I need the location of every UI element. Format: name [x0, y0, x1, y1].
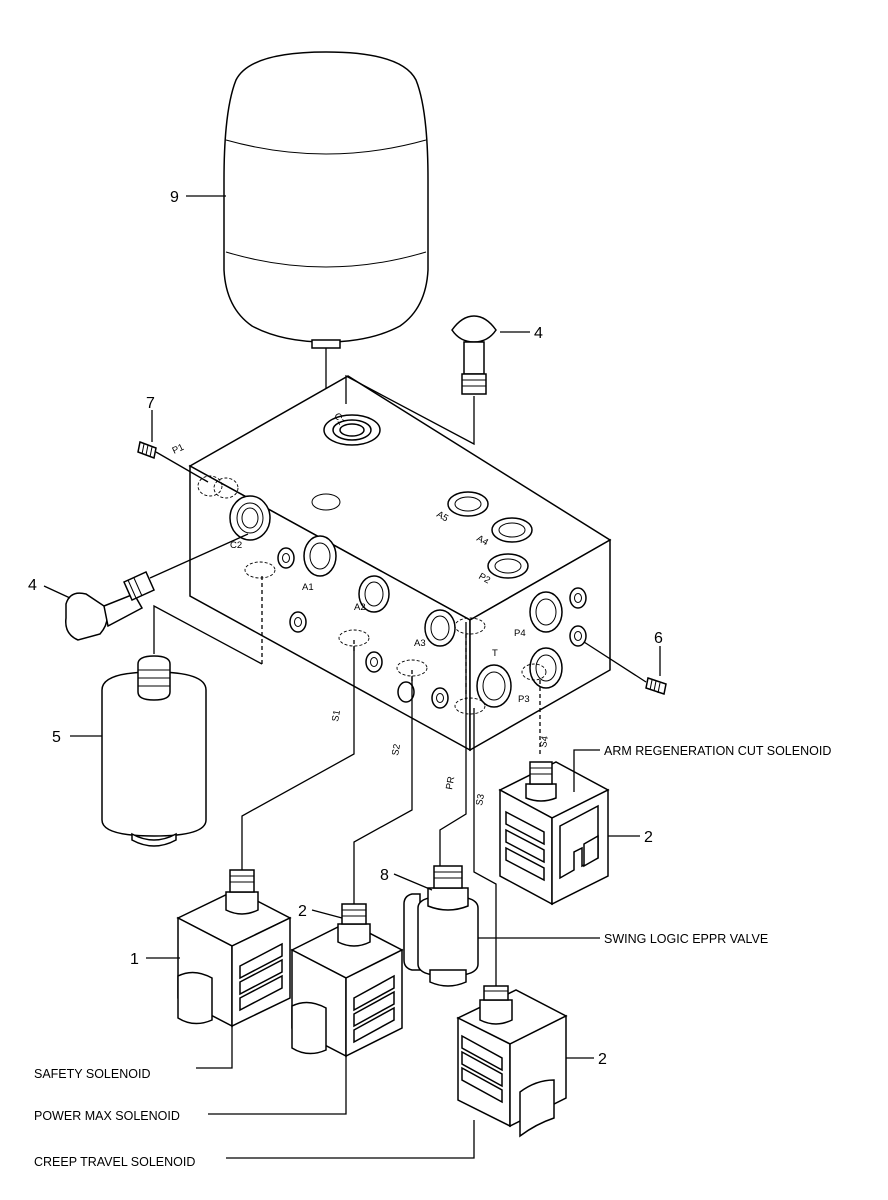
accumulator	[223, 51, 429, 349]
port-label-p3: P3	[518, 694, 530, 705]
label-power-max-solenoid: POWER MAX SOLENOID	[34, 1109, 180, 1123]
callout-8: 8	[380, 867, 389, 884]
port-label-a2: A2	[354, 602, 366, 613]
plug-upper	[451, 315, 497, 395]
filter-cartridge	[101, 655, 207, 847]
callout-2-upper-right: 2	[644, 829, 653, 846]
creep-travel-solenoid	[456, 985, 568, 1138]
callout-1: 1	[130, 951, 139, 968]
callout-5: 5	[52, 729, 61, 746]
port-label-c2: C2	[230, 540, 242, 551]
label-creep-travel-solenoid: CREEP TRAVEL SOLENOID	[34, 1155, 195, 1169]
port-label-s2: S2	[390, 743, 403, 756]
port-label-a1: A1	[302, 582, 314, 593]
arm-regeneration-cut-solenoid	[498, 761, 610, 906]
label-swing-logic-eppr-valve: SWING LOGIC EPPR VALVE	[604, 932, 768, 946]
port-label-p2: P2	[477, 571, 493, 586]
label-arm-regeneration-cut-solenoid: ARM REGENERATION CUT SOLENOID	[604, 744, 831, 758]
port-label-p1: P1	[171, 442, 186, 457]
port-label-a4: A4	[475, 533, 491, 548]
port-label-s3: S3	[474, 793, 487, 806]
port-label-p4: P4	[514, 628, 526, 639]
safety-solenoid	[176, 869, 292, 1028]
port-label-c1: C1	[331, 411, 346, 427]
callout-4-lower: 4	[28, 577, 37, 594]
swing-logic-eppr-valve	[403, 865, 479, 987]
valve-manifold-block	[188, 375, 612, 752]
port-label-t: T	[492, 648, 498, 659]
callout-4-upper: 4	[534, 325, 543, 342]
port-label-pr: PR	[444, 775, 457, 790]
power-max-solenoid	[290, 903, 404, 1058]
callout-6: 6	[654, 630, 663, 647]
port-label-a5: A5	[435, 509, 451, 524]
port-label-s1: S1	[330, 709, 343, 722]
label-safety-solenoid: SAFETY SOLENOID	[34, 1067, 150, 1081]
port-label-a3: A3	[414, 638, 426, 649]
set-screw-right	[645, 677, 667, 695]
callout-9: 9	[170, 189, 179, 206]
callout-2-lower-right: 2	[598, 1051, 607, 1068]
callout-7: 7	[146, 395, 155, 412]
port-label-s4: S4	[538, 735, 551, 748]
set-screw-left	[137, 440, 157, 460]
callout-2-middle: 2	[298, 903, 307, 920]
plug-lower	[65, 571, 155, 641]
